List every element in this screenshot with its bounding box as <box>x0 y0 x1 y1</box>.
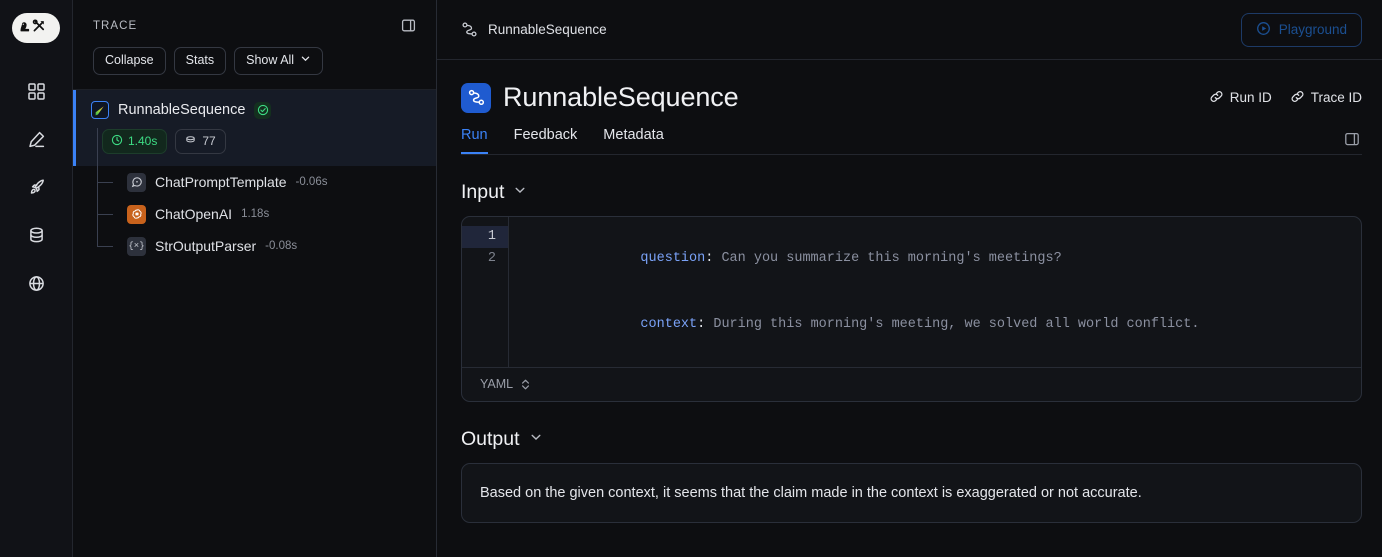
panel-toggle-icon[interactable] <box>401 18 416 33</box>
tree-row-chatprompttemplate[interactable]: ChatPromptTemplate -0.06s <box>73 166 436 198</box>
tree-elbow <box>97 214 113 215</box>
top-bar: RunnableSequence Playground <box>437 0 1382 60</box>
playground-label: Playground <box>1278 22 1347 37</box>
tree-row-label: ChatPromptTemplate <box>155 174 287 190</box>
left-nav-rail <box>0 0 73 557</box>
code-value: During this morning's meeting, we solved… <box>705 317 1200 332</box>
main-panel: RunnableSequence Playground <box>437 0 1382 557</box>
code-line: question: Can you summarize this morning… <box>527 226 1361 292</box>
duration-value: 1.40s <box>128 134 158 148</box>
duration-badge: 1.40s <box>102 129 168 154</box>
playground-button[interactable]: Playground <box>1240 12 1362 47</box>
tree-row-chatopenai[interactable]: ChatOpenAI 1.18s <box>73 198 436 230</box>
run-content: Input 1 2 question: Can you summarize th… <box>437 155 1382 524</box>
tab-feedback[interactable]: Feedback <box>513 127 578 143</box>
langsmith-logo[interactable] <box>12 13 60 43</box>
format-selector[interactable]: YAML <box>462 367 1361 401</box>
tree-row-duration: -0.08s <box>265 240 298 252</box>
tabs: Run Feedback Metadata <box>461 127 664 154</box>
trace-id-button[interactable]: Trace ID <box>1290 89 1362 107</box>
trace-toolbar: Collapse Stats Show All <box>93 47 416 75</box>
trace-label: TRACE <box>93 19 138 32</box>
trace-panel-header: TRACE Collapse Stats Show All <box>73 0 436 90</box>
stats-label: Stats <box>185 53 215 67</box>
tree-row-label: StrOutputParser <box>155 238 257 254</box>
tree-elbow <box>97 182 113 183</box>
code-colon: : <box>705 251 714 266</box>
chevron-down-icon <box>300 53 311 68</box>
pencil-icon[interactable] <box>16 119 56 159</box>
chevron-down-icon[interactable] <box>529 430 543 449</box>
input-section-header[interactable]: Input <box>461 181 1362 204</box>
show-all-dropdown[interactable]: Show All <box>234 47 324 75</box>
rocket-colored-icon <box>91 101 109 119</box>
flow-nodes-icon <box>461 21 478 38</box>
page-title: RunnableSequence <box>503 82 739 112</box>
tree-children: ChatPromptTemplate -0.06s ChatOpenAI 1.1… <box>73 128 436 262</box>
grid-icon[interactable] <box>16 71 56 111</box>
code-key: context <box>640 317 698 332</box>
link-icon <box>1290 89 1305 107</box>
check-circle-icon <box>254 101 272 119</box>
line-number: 1 <box>462 226 508 248</box>
tokens-value: 77 <box>202 134 216 148</box>
play-circle-icon <box>1256 21 1271 39</box>
code-text[interactable]: question: Can you summarize this morning… <box>509 217 1361 367</box>
code-key: question <box>640 251 706 266</box>
stats-button[interactable]: Stats <box>173 47 227 75</box>
chevron-down-icon[interactable] <box>513 183 527 202</box>
output-text: Based on the given context, it seems tha… <box>461 463 1362 524</box>
input-title: Input <box>461 181 505 203</box>
tree-elbow <box>97 246 113 247</box>
output-title: Output <box>461 428 520 450</box>
code-line: context: During this morning's meeting, … <box>527 292 1361 358</box>
code-value: Can you summarize this morning's meeting… <box>713 251 1062 266</box>
openai-icon <box>127 204 146 224</box>
database-icon[interactable] <box>16 215 56 255</box>
link-icon <box>1209 89 1224 107</box>
tab-metadata[interactable]: Metadata <box>603 127 664 143</box>
chevron-up-down-icon[interactable] <box>520 378 531 391</box>
show-all-label: Show All <box>246 53 295 67</box>
id-links: Run ID Trace ID <box>1209 89 1362 107</box>
trace-tree: RunnableSequence 1.40s <box>73 90 436 262</box>
line-number-gutter: 1 2 <box>462 217 509 367</box>
rocket-icon[interactable] <box>16 167 56 207</box>
tokens-badge: 77 <box>175 129 226 154</box>
flow-nodes-icon <box>461 82 491 113</box>
code-colon: : <box>697 317 706 332</box>
tokens-icon <box>184 133 197 149</box>
tabs-row: Run Feedback Metadata <box>461 127 1362 155</box>
tree-row-label: ChatOpenAI <box>155 206 233 222</box>
panel-toggle-icon[interactable] <box>1344 131 1360 154</box>
output-section-header[interactable]: Output <box>461 428 1362 451</box>
globe-icon[interactable] <box>16 263 56 303</box>
tree-row-duration: 1.18s <box>241 208 270 220</box>
chat-bubble-icon <box>127 172 146 192</box>
format-label: YAML <box>480 377 514 391</box>
run-id-button[interactable]: Run ID <box>1209 89 1272 107</box>
tree-connector <box>97 128 98 246</box>
run-id-label: Run ID <box>1229 90 1272 105</box>
run-header: RunnableSequence Run ID <box>437 60 1382 155</box>
trace-id-label: Trace ID <box>1310 90 1362 105</box>
trace-panel: TRACE Collapse Stats Show All <box>73 0 437 557</box>
collapse-label: Collapse <box>105 53 154 67</box>
collapse-button[interactable]: Collapse <box>93 47 166 75</box>
tree-row-duration: -0.06s <box>295 176 328 188</box>
breadcrumb: RunnableSequence <box>488 22 607 37</box>
line-number: 2 <box>487 251 496 266</box>
tree-row-label: RunnableSequence <box>118 102 246 118</box>
input-code-block: 1 2 question: Can you summarize this mor… <box>461 216 1362 402</box>
tab-run[interactable]: Run <box>461 127 488 154</box>
clock-icon <box>111 134 123 149</box>
tree-row-runnablesequence[interactable]: RunnableSequence 1.40s <box>73 90 436 166</box>
braces-icon: {×} <box>127 236 146 256</box>
tree-row-stroutputparser[interactable]: {×} StrOutputParser -0.08s <box>73 230 436 262</box>
